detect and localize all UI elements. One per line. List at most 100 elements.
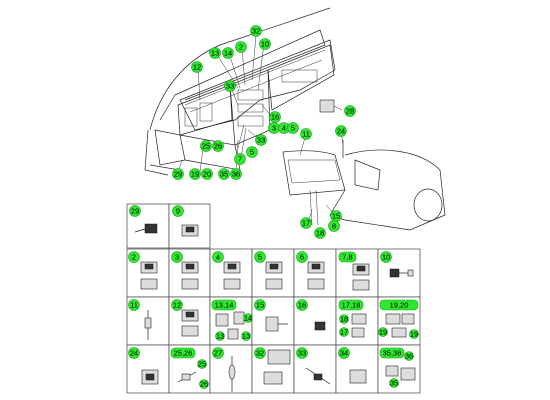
grid-cell-13-14: 13,14 14 13 13: [209, 296, 253, 346]
callout-4: 4: [278, 122, 290, 134]
grid-cell-27: 27: [209, 344, 253, 394]
callout-label: 3: [272, 124, 276, 133]
callout-label: 8: [332, 222, 336, 231]
grid-cell-19-20: 19,20 19 19: [377, 296, 421, 346]
callout-label: 35: [390, 379, 398, 388]
callout-label: 2: [239, 43, 243, 52]
callout-13: 13: [209, 47, 221, 59]
callout-label: 26: [200, 380, 208, 389]
grid-row-1: 2 3 4 5 6 7,8: [126, 248, 421, 298]
callout-label: 36: [405, 352, 413, 361]
callout-label: 13,14: [215, 301, 234, 310]
callout-33b: 33: [255, 134, 267, 146]
grid-cell-32: 32: [251, 344, 295, 394]
callout-label: 14: [244, 314, 252, 323]
dashboard-illustration: [144, 7, 336, 178]
callout-label: 36: [232, 170, 240, 179]
grid-cell-24: 24: [126, 344, 170, 394]
callout-label: 25: [202, 142, 210, 151]
grid-cell-34: 34: [335, 344, 379, 394]
callout-label: 17,18: [342, 301, 361, 310]
callout-label: 27: [214, 349, 222, 358]
callout-20: 20: [201, 168, 213, 180]
grid-cell-9: 9: [168, 203, 211, 249]
callout-19: 19: [189, 168, 201, 180]
callout-label: 33: [298, 349, 306, 358]
callout-label: 5: [291, 124, 295, 133]
callout-10: 10: [259, 38, 271, 50]
callout-18: 18: [314, 227, 326, 239]
grid-cell-29: 29: [126, 203, 170, 249]
callout-25: 25: [200, 140, 212, 152]
callout-label: 16: [271, 113, 279, 122]
door-illustration: [282, 140, 446, 231]
callout-label: 14: [224, 49, 232, 58]
callout-label: 25: [198, 360, 206, 369]
callout-32: 32: [250, 25, 262, 37]
callout-label: 24: [337, 127, 345, 136]
callout-label: 33: [226, 82, 234, 91]
grid-row-2: 11 12 13,14 14 13 13 15 16: [126, 296, 421, 346]
callout-label: 24: [130, 349, 138, 358]
callout-label: 18: [340, 315, 348, 324]
callout-label: 29: [131, 207, 139, 216]
callout-label: 11: [302, 130, 310, 139]
grid-cell-12: 12: [168, 296, 211, 346]
grid-cell-7-8: 7,8: [335, 248, 379, 298]
callout-label: 2: [132, 253, 136, 262]
grid-cell-3: 3: [168, 248, 211, 298]
callout-label: 26: [214, 142, 222, 151]
callout-label: 7,8: [342, 253, 352, 262]
callout-label: 32: [256, 349, 264, 358]
callout-label: 19: [191, 170, 199, 179]
callout-label: 13: [216, 332, 224, 341]
callout-label: 7: [238, 155, 242, 164]
callout-label: 16: [298, 301, 306, 310]
callout-15: 15: [330, 210, 342, 222]
callout-label: 5: [250, 148, 254, 157]
callout-5b: 5: [246, 146, 258, 158]
callout-5: 5: [287, 122, 299, 134]
callout-36: 36: [230, 168, 242, 180]
callout-35: 35: [218, 168, 230, 180]
callout-29: 29: [172, 168, 184, 180]
callout-12: 12: [191, 61, 203, 73]
callout-14: 14: [222, 47, 234, 59]
callout-label: 34: [340, 349, 348, 358]
callout-8: 8: [328, 220, 340, 232]
callout-label: 18: [316, 229, 324, 238]
callout-label: 19,20: [390, 301, 409, 310]
callout-label: 19: [379, 328, 387, 337]
grid-cell-16: 16: [293, 296, 337, 346]
callout-label: 25,26: [174, 349, 193, 358]
callout-label: 15: [332, 212, 340, 221]
callout-label: 35,36: [383, 349, 402, 358]
callout-11: 11: [300, 128, 312, 140]
grid-cell-10: 10: [377, 248, 421, 298]
grid-row-3: 24 25,26 25 26 27 32 33 34: [126, 344, 421, 394]
grid-cell-15: 15: [251, 296, 295, 346]
callout-label: 4: [216, 253, 220, 262]
overview-callouts: 32 10 2 13 14 12 28 33 16 3 4 5 33 25 26…: [172, 25, 356, 239]
callout-label: 17: [302, 219, 310, 228]
callout-label: 13: [242, 332, 250, 341]
callout-label: 10: [382, 253, 390, 262]
callout-label: 29: [174, 170, 182, 179]
callout-24: 24: [335, 125, 347, 137]
callout-33a: 33: [224, 80, 236, 92]
callout-label: 33: [257, 136, 265, 145]
grid-cell-17-18: 17,18 18 17: [335, 296, 379, 346]
leader-lines: [177, 35, 344, 223]
callout-16: 16: [269, 111, 281, 123]
grid-cell-5: 5: [251, 248, 295, 298]
callout-label: 12: [173, 301, 181, 310]
callout-label: 6: [300, 253, 304, 262]
callout-label: 5: [258, 253, 262, 262]
callout-label: 28: [346, 107, 354, 116]
grid-cell-35-36: 35,36 36 35: [377, 344, 421, 394]
callout-28: 28: [344, 105, 356, 117]
callout-26: 26: [212, 140, 224, 152]
grid-row-0: 29 9: [126, 203, 211, 249]
callout-label: 12: [193, 63, 201, 72]
